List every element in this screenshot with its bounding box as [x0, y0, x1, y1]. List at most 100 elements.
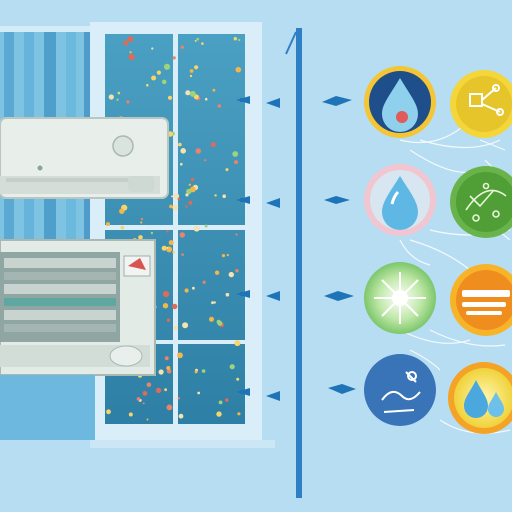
petal-speck — [188, 183, 191, 186]
petal-speck — [237, 412, 241, 416]
petal-speck — [106, 409, 111, 415]
petal-speck — [212, 88, 216, 92]
petal-speck — [172, 204, 179, 211]
petal-speck — [221, 254, 226, 258]
petal-speck — [189, 90, 196, 97]
air-conditioner-indoor-unit — [0, 117, 169, 199]
petal-speck — [164, 388, 168, 392]
droplet-icon — [382, 176, 418, 230]
petal-speck — [156, 70, 161, 75]
petal-speck — [229, 364, 235, 370]
petal-speck — [179, 232, 185, 238]
petal-speck — [236, 377, 240, 381]
petal-speck — [136, 397, 141, 401]
petal-speck — [178, 413, 184, 419]
petal-speck — [116, 98, 119, 101]
petal-speck — [167, 95, 173, 100]
petal-speck — [166, 404, 173, 411]
petal-speck — [108, 94, 114, 100]
petal-speck — [162, 291, 170, 298]
petal-speck — [209, 316, 214, 322]
petal-speck — [171, 195, 174, 198]
petal-speck — [193, 225, 200, 232]
petal-speck — [185, 193, 189, 197]
petal-speck — [228, 271, 234, 278]
petal-speck — [192, 286, 195, 290]
icon-circle-water-drop — [364, 354, 436, 426]
sensor-icon — [112, 135, 134, 157]
petal-speck — [177, 197, 181, 201]
petal-speck — [235, 269, 239, 273]
petal-speck — [140, 217, 144, 221]
petal-speck — [194, 39, 197, 42]
petal-speck — [117, 91, 121, 95]
petal-speck — [182, 322, 189, 329]
petal-speck — [180, 45, 184, 49]
petal-speck — [166, 318, 171, 322]
petal-speck — [166, 246, 169, 249]
petal-speck — [233, 37, 237, 41]
icon-circle-sparkle — [364, 262, 436, 334]
petal-speck — [190, 177, 195, 182]
petal-speck — [127, 36, 134, 42]
petal-speck — [234, 160, 238, 165]
petal-speck — [177, 352, 183, 359]
petal-speck — [194, 65, 199, 70]
petal-speck — [161, 79, 167, 85]
petal-speck — [119, 208, 125, 214]
petal-speck — [180, 148, 186, 154]
petal-speck — [222, 194, 226, 198]
petal-speck — [146, 382, 152, 388]
petal-speck — [204, 159, 207, 162]
petal-speck — [140, 221, 143, 224]
petal-speck — [235, 233, 238, 236]
petal-speck — [197, 391, 201, 395]
petal-speck — [181, 253, 184, 256]
icon-circle-droplet-2 — [364, 164, 436, 236]
petal-speck — [189, 74, 193, 78]
petal-speck — [194, 370, 198, 374]
petal-speck — [225, 398, 229, 402]
petal-speck — [180, 162, 183, 166]
petal-speck — [234, 340, 241, 347]
petal-speck — [204, 97, 208, 101]
petal-speck — [151, 75, 157, 81]
petal-speck — [155, 387, 162, 394]
petal-speck — [214, 270, 220, 275]
petal-speck — [214, 194, 217, 197]
petal-speck — [123, 40, 129, 46]
airflow-arrows-left — [236, 96, 280, 401]
petal-speck — [195, 148, 202, 154]
petal-speck — [216, 411, 222, 417]
petal-speck — [235, 66, 242, 73]
icon-circle-text-badge — [450, 264, 512, 336]
petal-speck — [146, 83, 149, 87]
petal-speck — [163, 63, 171, 70]
petal-speck — [238, 38, 241, 42]
petal-speck — [129, 51, 132, 54]
icon-circle-droplets — [448, 362, 512, 434]
petal-speck — [164, 356, 169, 361]
petal-speck — [128, 412, 133, 417]
leaf-icon — [465, 182, 507, 222]
petal-speck — [162, 303, 169, 309]
petal-speck — [173, 325, 178, 331]
petal-speck — [172, 250, 175, 254]
petal-speck — [201, 369, 206, 373]
petal-speck — [172, 56, 176, 60]
curtain — [0, 26, 100, 438]
petal-speck — [226, 253, 229, 257]
petal-speck — [225, 292, 230, 297]
droplet-icon — [382, 78, 418, 132]
water-drop-icon — [381, 371, 421, 413]
petal-speck — [232, 151, 239, 157]
petal-speck — [190, 186, 196, 193]
window — [90, 22, 262, 440]
molecule-icon — [469, 84, 504, 116]
text-badge-icon — [462, 290, 510, 315]
petal-speck — [166, 230, 169, 233]
petal-speck — [142, 402, 145, 405]
petal-speck — [204, 224, 208, 228]
